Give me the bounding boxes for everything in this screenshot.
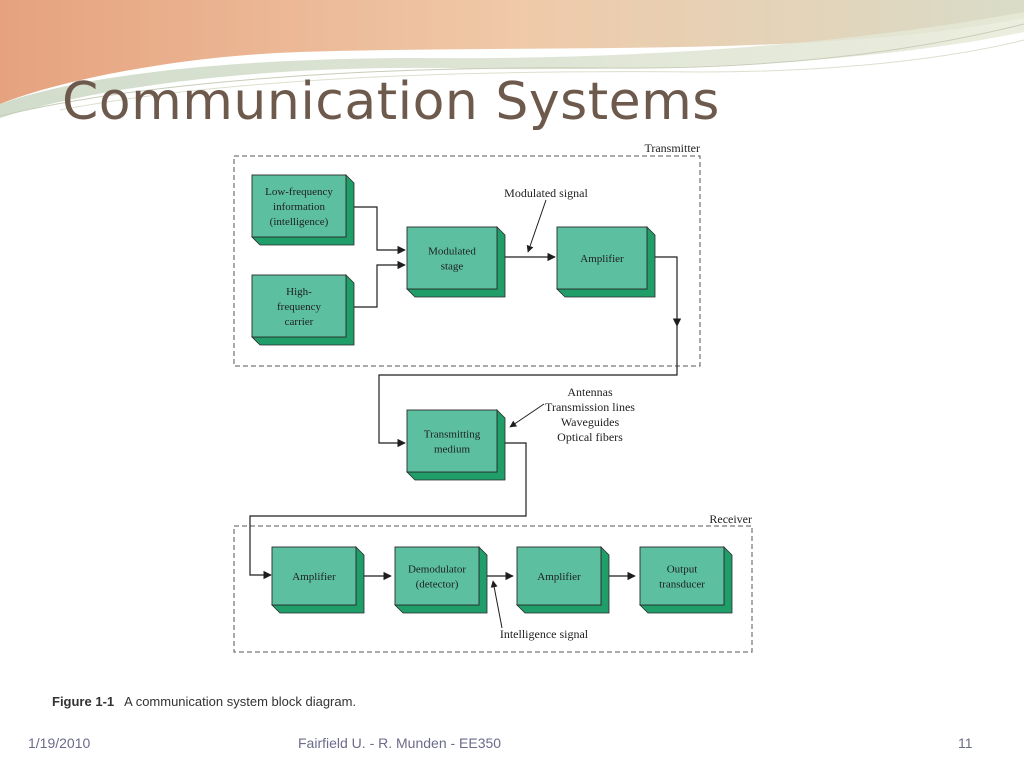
block-label: Output <box>667 564 698 576</box>
transmitter-label: Transmitter <box>644 141 700 155</box>
block-label: transducer <box>659 579 705 591</box>
block-label: carrier <box>285 316 314 328</box>
annotation-antennas: Antennas <box>567 385 613 399</box>
annotation-transmission-lines: Transmission lines <box>545 400 635 414</box>
block-face <box>251 174 347 238</box>
pointer-modulated-signal <box>526 199 547 253</box>
pointer-media <box>509 403 545 428</box>
block-lf-info: Low-frequency information (intelligence) <box>251 174 355 246</box>
block-face <box>251 274 347 338</box>
block-label: (intelligence) <box>270 216 329 228</box>
block-tx-amplifier: Amplifier <box>556 226 656 298</box>
block-face <box>406 226 498 290</box>
block-label: Amplifier <box>537 571 581 583</box>
block-face <box>556 226 648 290</box>
block-face <box>406 409 498 473</box>
pointer-intelligence-signal <box>490 580 503 629</box>
block-demodulator: Demodulator (detector) <box>394 546 488 614</box>
block-label: Amplifier <box>580 253 624 265</box>
block-label: Demodulator <box>408 564 466 576</box>
block-modulated-stage: Modulated stage <box>406 226 506 298</box>
block-label: frequency <box>277 301 321 313</box>
footer-author: Fairfield U. - R. Munden - EE350 <box>298 735 502 751</box>
footer-date: 1/19/2010 <box>28 735 91 751</box>
header-swoosh-decoration <box>0 0 1024 118</box>
transmitter-frame <box>233 155 701 367</box>
path-medium-to-receiver <box>249 442 527 580</box>
blocks: Low-frequency information (intelligence) Hi… <box>251 174 733 614</box>
block-face <box>516 546 602 606</box>
slide-title: Communication Systems <box>62 72 720 132</box>
annotation-pointers <box>490 199 547 629</box>
block-label: High- <box>286 286 312 298</box>
annotation-intelligence-signal: Intelligence signal <box>500 627 589 641</box>
block-label: information <box>273 201 325 213</box>
footer-page-number: 11 <box>958 735 973 751</box>
block-label: Low-frequency <box>265 186 333 198</box>
block-label: Amplifier <box>292 571 336 583</box>
block-label: Modulated <box>428 246 476 258</box>
block-output-transducer: Output transducer <box>639 546 733 614</box>
figure-caption: Figure 1-1 A communication system block d… <box>52 694 356 709</box>
figure-caption-text: A communication system block diagram. <box>124 694 357 709</box>
path-lf-to-modulator <box>349 206 406 255</box>
block-transmitting-medium: Transmitting medium <box>406 409 506 481</box>
figure-number: Figure 1-1 <box>52 694 115 709</box>
path-to-transmitting-medium <box>378 326 678 448</box>
block-hf-carrier: High-frequency carrier <box>251 274 355 346</box>
block-rx-amplifier-2: Amplifier <box>516 546 610 614</box>
communication-system-block-diagram: Transmitter Receiver Modulated signal An… <box>233 141 753 653</box>
block-rx-amplifier-1: Amplifier <box>271 546 365 614</box>
annotation-modulated-signal: Modulated signal <box>504 186 588 200</box>
annotation-waveguides: Waveguides <box>561 415 620 429</box>
block-label: stage <box>441 261 464 273</box>
block-face <box>271 546 357 606</box>
receiver-label: Receiver <box>709 512 752 526</box>
receiver-frame <box>233 525 753 653</box>
annotation-optical-fibers: Optical fibers <box>557 430 623 444</box>
path-amplifier-down <box>648 256 682 327</box>
block-face <box>639 546 725 606</box>
block-label: medium <box>434 444 470 456</box>
path-carrier-to-modulator <box>349 260 406 308</box>
block-face <box>394 546 480 606</box>
block-label: (detector) <box>416 579 459 591</box>
block-label: Transmitting <box>424 429 481 441</box>
